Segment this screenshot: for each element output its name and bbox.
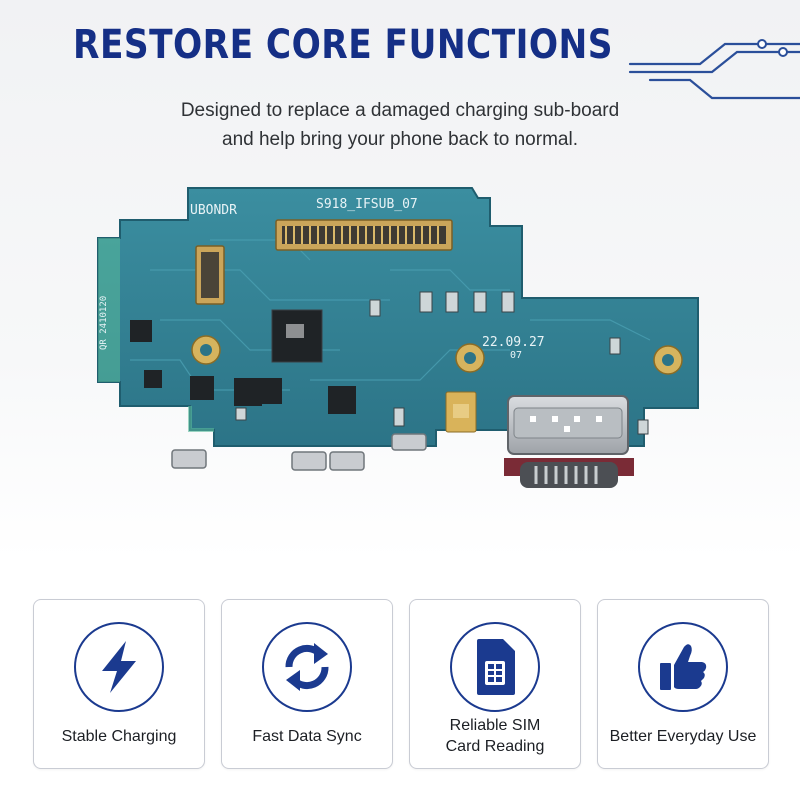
feature-label-fast-data-sync: Fast Data Sync (252, 727, 362, 745)
feature-label-reliable-sim: Reliable SIM Card Reading (416, 710, 574, 762)
lightning-bolt-icon (74, 622, 164, 712)
page-headline: RESTORE CORE FUNCTIONS (73, 22, 613, 68)
product-subtitle: Designed to replace a damaged charging s… (0, 96, 800, 154)
sync-arrows-icon (262, 622, 352, 712)
feature-label-stable-charging: Stable Charging (61, 727, 177, 745)
feature-card-better-everyday-use: Better Everyday Use (597, 599, 769, 769)
silkscreen-side: QR 2410120 (99, 296, 109, 350)
silkscreen-model: S918_IFSUB_07 (316, 197, 418, 212)
feature-label-reliable-sim-line-2: Card Reading (445, 738, 545, 755)
silkscreen-left: UBONDR (190, 203, 237, 218)
feature-card-reliable-sim: Reliable SIM Card Reading (409, 599, 581, 769)
charging-sub-board-image: UBONDR S918_IFSUB_07 22.09.27 07 QR 2410… (97, 187, 699, 488)
circuit-trace-decoration (628, 39, 800, 100)
silkscreen-rev: 07 (510, 350, 522, 361)
feature-cards: Stable Charging Fast Data Sync Reliable … (33, 599, 769, 769)
feature-card-fast-data-sync: Fast Data Sync (221, 599, 393, 769)
feature-label-better-everyday-use: Better Everyday Use (609, 727, 757, 745)
feature-label-reliable-sim-line-1: Reliable SIM (449, 717, 541, 734)
silkscreen-date: 22.09.27 (482, 335, 545, 350)
thumbs-up-icon (638, 622, 728, 712)
feature-card-stable-charging: Stable Charging (33, 599, 205, 769)
sim-card-icon (450, 622, 540, 712)
subtitle-line-2: and help bring your phone back to normal… (222, 129, 578, 150)
subtitle-line-1: Designed to replace a damaged charging s… (180, 100, 620, 121)
